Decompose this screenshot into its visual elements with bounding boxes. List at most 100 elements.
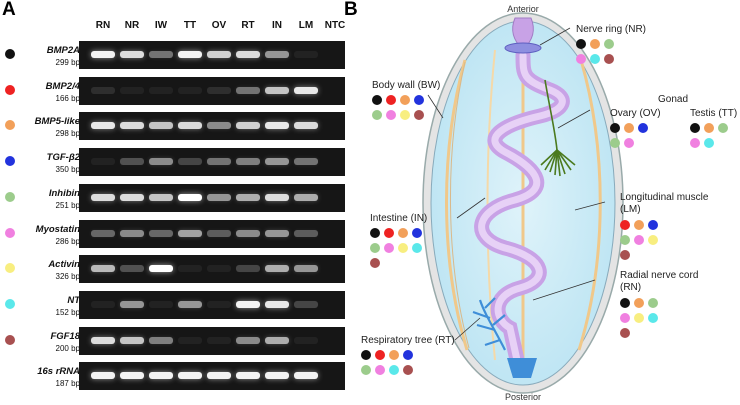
gene-name: Activin bbox=[48, 259, 80, 271]
gel-band-lm bbox=[294, 300, 318, 308]
gel-strip bbox=[79, 112, 345, 141]
gel-band-ov bbox=[207, 336, 231, 344]
gene-name: 16s rRNA bbox=[37, 366, 80, 378]
gel-band-rn bbox=[91, 193, 115, 201]
gel-band-tt bbox=[178, 193, 202, 201]
gel-band-in bbox=[265, 265, 289, 273]
anatomy-diagram bbox=[422, 12, 624, 394]
intestine-highlight bbox=[478, 51, 566, 364]
expression-dot bbox=[386, 95, 396, 105]
expression-dot bbox=[610, 123, 620, 133]
amplicon-size: 166 bp bbox=[55, 93, 80, 103]
gel-band-in bbox=[265, 300, 289, 308]
gel-band-nr bbox=[120, 122, 144, 130]
gel-band-tt bbox=[178, 265, 202, 273]
gel-band-rt bbox=[236, 158, 260, 166]
expression-dot bbox=[590, 54, 600, 64]
lane-header-in: IN bbox=[272, 20, 282, 31]
gel-band-rt bbox=[236, 229, 260, 237]
gel-band-in bbox=[265, 86, 289, 94]
expression-dot bbox=[403, 350, 413, 360]
organ-label-tt: Testis (TT) bbox=[690, 108, 738, 119]
lane-header-ov: OV bbox=[211, 20, 227, 31]
organ-label-rn: Radial nerve cord (RN) bbox=[620, 270, 699, 293]
organ-label-ov: Ovary (OV) bbox=[610, 108, 661, 119]
organ-label-lm: Longitudinal muscle (LM) bbox=[620, 192, 709, 215]
expression-dot bbox=[389, 350, 399, 360]
gel-band-iw bbox=[149, 336, 173, 344]
expression-dot bbox=[718, 123, 728, 133]
gel-band-in bbox=[265, 372, 289, 380]
gel-band-nr bbox=[120, 336, 144, 344]
expression-dot bbox=[604, 54, 614, 64]
gel-strip bbox=[79, 362, 345, 391]
expression-dot bbox=[610, 138, 620, 148]
gel-band-ov bbox=[207, 300, 231, 308]
gel-band-iw bbox=[149, 158, 173, 166]
expression-dot bbox=[634, 235, 644, 245]
muscle-band-left bbox=[445, 59, 469, 351]
expression-dot bbox=[370, 243, 380, 253]
expression-dot bbox=[620, 328, 630, 338]
gel-band-nr bbox=[120, 158, 144, 166]
gene-color-dot bbox=[5, 156, 15, 167]
gel-band-iw bbox=[149, 86, 173, 94]
gel-band-ov bbox=[207, 158, 231, 166]
organ-label-in: Intestine (IN) bbox=[370, 213, 428, 224]
expression-dot bbox=[370, 228, 380, 238]
gel-band-lm bbox=[294, 372, 318, 380]
expression-dot bbox=[361, 350, 371, 360]
gel-band-rn bbox=[91, 229, 115, 237]
gene-color-dot bbox=[5, 120, 15, 131]
gel-band-ov bbox=[207, 229, 231, 237]
gel-band-nr bbox=[120, 265, 144, 273]
gel-band-lm bbox=[294, 229, 318, 237]
lane-header-nr: NR bbox=[124, 20, 140, 31]
expression-dot bbox=[361, 365, 371, 375]
gene-color-dot bbox=[5, 84, 15, 95]
expression-dot bbox=[375, 350, 385, 360]
gel-band-tt bbox=[178, 86, 202, 94]
gel-band-rt bbox=[236, 372, 260, 380]
expression-dot bbox=[620, 313, 630, 323]
gel-band-lm bbox=[294, 122, 318, 130]
gel-band-rt bbox=[236, 51, 260, 58]
gel-band-rt bbox=[236, 122, 260, 130]
pointer-lines bbox=[427, 27, 606, 341]
amplicon-size: 299 bp bbox=[55, 58, 80, 67]
gel-band-in bbox=[265, 336, 289, 344]
gel-band-lm bbox=[294, 158, 318, 166]
respiratory-tree bbox=[472, 297, 506, 351]
expression-dot bbox=[648, 298, 658, 308]
gel-band-ov bbox=[207, 51, 231, 58]
gel-band-tt bbox=[178, 122, 202, 130]
expression-dot bbox=[634, 298, 644, 308]
gel-band-iw bbox=[149, 229, 173, 237]
gel-band-rn bbox=[91, 336, 115, 344]
expression-dot bbox=[648, 220, 658, 230]
expression-dot bbox=[576, 39, 586, 49]
gel-band-ov bbox=[207, 122, 231, 130]
gene-name: TGF-β2 bbox=[46, 152, 80, 164]
expression-dot bbox=[372, 95, 382, 105]
gel-band-ov bbox=[207, 193, 231, 201]
gene-name: BMP5-like bbox=[34, 116, 80, 128]
gel-band-rn bbox=[91, 86, 115, 94]
gel-strip bbox=[79, 290, 345, 319]
posterior-label: Posterior bbox=[504, 392, 541, 402]
gene-name: Myostatin bbox=[35, 223, 80, 235]
gene-color-dot bbox=[5, 263, 15, 274]
gel-band-rn bbox=[91, 372, 115, 380]
lane-header-rn: RN bbox=[95, 20, 111, 31]
gene-color-dot bbox=[5, 227, 15, 238]
gel-strip bbox=[79, 255, 345, 284]
gel-band-rt bbox=[236, 193, 260, 201]
expression-dot bbox=[690, 123, 700, 133]
expression-dot bbox=[634, 220, 644, 230]
